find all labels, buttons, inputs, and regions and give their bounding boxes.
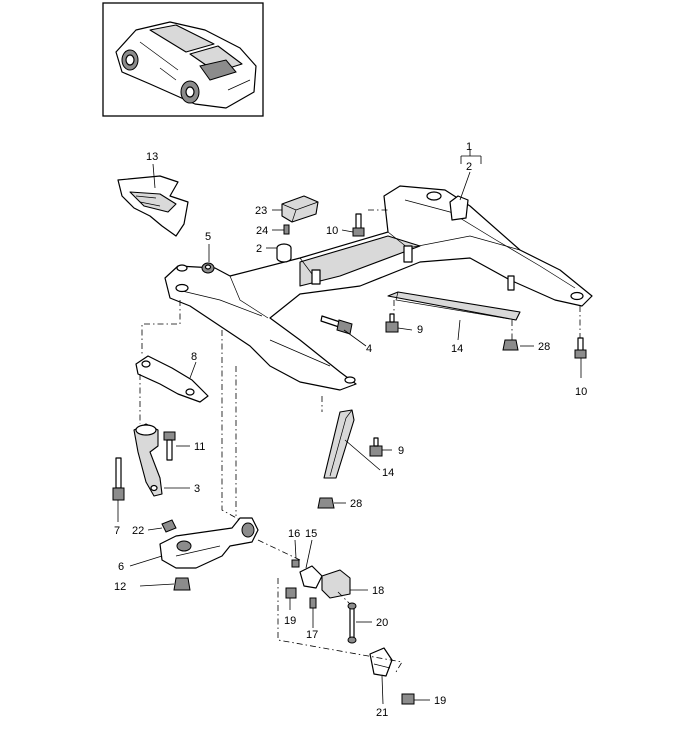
callout-11: 11 (194, 441, 205, 453)
callout-28: 28 (350, 498, 362, 510)
level-sensor-18[interactable] (321, 569, 351, 599)
screw-24[interactable] (283, 224, 290, 235)
callout-8: 8 (191, 351, 197, 363)
callout-1: 1 (466, 141, 472, 153)
callout-labels: 1 2 2 3 4 5 6 7 8 9 9 10 10 11 12 13 14 … (114, 141, 587, 719)
mount-block-23[interactable] (281, 195, 319, 223)
callout-18: 18 (372, 585, 384, 597)
bolt-11[interactable] (163, 431, 176, 461)
bracket-8[interactable] (135, 355, 209, 403)
bolt-7[interactable] (112, 457, 125, 501)
nut-22[interactable] (161, 519, 177, 533)
callout-7: 7 (114, 525, 120, 537)
nut-19-lower[interactable] (401, 693, 415, 705)
bracket-21[interactable] (369, 647, 393, 677)
callout-13: 13 (146, 151, 158, 163)
callout-9: 9 (417, 324, 423, 336)
callout-10: 10 (575, 386, 587, 398)
callout-2: 2 (256, 243, 262, 255)
callout-12: 12 (114, 581, 126, 593)
link-rod-20[interactable] (347, 602, 357, 644)
callout-10: 10 (326, 225, 338, 237)
bolt-10-right[interactable] (574, 337, 587, 359)
nut-19-upper[interactable] (285, 587, 297, 599)
callout-17: 17 (306, 629, 318, 641)
callout-16: 16 (288, 528, 300, 540)
brace-14-top[interactable] (387, 291, 521, 321)
callout-2: 2 (466, 161, 472, 173)
nut-28-mid[interactable] (317, 497, 335, 509)
bushing-2[interactable] (276, 243, 292, 263)
callout-21: 21 (376, 707, 388, 719)
callout-5: 5 (205, 231, 211, 243)
control-arm-6[interactable] (159, 517, 259, 569)
callout-24: 24 (256, 225, 268, 237)
bolt-4[interactable] (320, 315, 353, 335)
callout-6: 6 (118, 561, 124, 573)
callout-19: 19 (284, 615, 296, 627)
callout-19: 19 (434, 695, 446, 707)
bolt-9-top[interactable] (385, 313, 399, 333)
nut-5[interactable] (201, 262, 215, 274)
callout-20: 20 (376, 617, 388, 629)
bolt-9-mid[interactable] (369, 437, 383, 457)
callout-22: 22 (132, 525, 144, 537)
callout-9: 9 (398, 445, 404, 457)
nut-28-right[interactable] (502, 339, 519, 351)
screw-16[interactable] (291, 559, 300, 568)
vehicle-thumbnail (102, 2, 264, 117)
callout-15: 15 (305, 528, 317, 540)
callout-14: 14 (451, 343, 463, 355)
mount-3[interactable] (133, 423, 163, 497)
bolt-10-top[interactable] (352, 213, 365, 237)
callout-28: 28 (538, 341, 550, 353)
callout-14: 14 (382, 467, 394, 479)
brace-14-vertical[interactable] (323, 409, 355, 479)
callout-4: 4 (366, 343, 372, 355)
assembly-lines (139, 209, 581, 673)
nut-12[interactable] (173, 577, 191, 591)
leader-lines (117, 150, 582, 705)
callout-3: 3 (194, 483, 200, 495)
screw-17[interactable] (309, 597, 317, 609)
bracket-15[interactable] (299, 565, 323, 589)
heat-shield-13[interactable] (117, 175, 189, 237)
rear-axle-subframe[interactable] (164, 185, 593, 391)
callout-23: 23 (255, 205, 267, 217)
